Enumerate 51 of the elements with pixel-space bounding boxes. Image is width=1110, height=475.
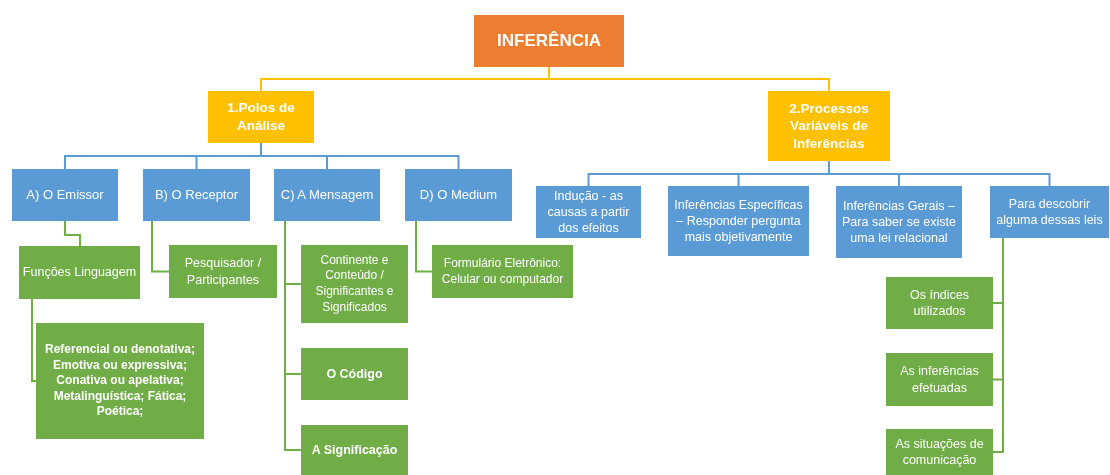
detail-box	[886, 353, 993, 406]
subcategory-box	[405, 169, 512, 221]
detail-box	[886, 277, 993, 329]
connector-line	[284, 220, 302, 451]
connector-line	[548, 66, 830, 92]
box-text: Inferências Gerais – Para saber se existe uma lei relacional	[841, 197, 957, 247]
box-text: D) O Medium	[419, 186, 498, 204]
subcategory-box	[836, 186, 962, 258]
subcategory-box	[274, 169, 380, 221]
detail-box	[301, 348, 408, 400]
detail-box	[886, 429, 993, 475]
connector-line	[151, 220, 170, 273]
detail-box	[36, 323, 204, 439]
box-text: Formulário Eletrônico: Celular ou computador	[440, 255, 565, 288]
connector-line	[260, 142, 460, 170]
subcategory-box	[668, 186, 809, 256]
box-text: A) O Emissor	[26, 186, 104, 204]
box-text: A Significação	[311, 441, 398, 459]
connector-line	[992, 237, 1004, 453]
box-text: INFERÊNCIA	[497, 29, 601, 52]
detail-box	[432, 245, 573, 298]
box-text: Indução - as causas a partir dos efeitos	[546, 187, 631, 237]
category-box	[208, 91, 314, 143]
box-text: Funções Linguagem	[22, 264, 137, 281]
box-text: Referencial ou denotativa; Emotiva ou expressiva; Conativa ou apelativa; Metalinguística; Fática; Poética;	[43, 342, 196, 420]
box-text: As inferências efetuadas	[899, 363, 980, 396]
detail-box	[169, 245, 277, 298]
box-text: Os índices utilizados	[908, 286, 971, 320]
subcategory-box	[536, 186, 641, 238]
title-box	[474, 15, 624, 67]
detail-box	[301, 425, 408, 475]
subcategory-box	[12, 169, 118, 221]
connector-line	[828, 160, 1051, 187]
detail-box	[301, 245, 408, 323]
box-text: Pesquisador / Participantes	[183, 255, 263, 288]
box-text: 1.Polos de Análise	[226, 99, 296, 135]
category-box	[768, 91, 890, 161]
box-text: Para descobrir alguma dessas leis	[995, 195, 1104, 229]
box-text: B) O Receptor	[154, 186, 239, 204]
connector-line	[31, 298, 37, 382]
detail-box	[19, 246, 140, 299]
box-text: O Código	[326, 365, 383, 383]
box-text: 2.Processos Variáveis de Inferências	[788, 99, 870, 153]
box-text: Inferências Específicas – Responder pergunta mais objetivamente	[673, 196, 804, 246]
connector-line	[415, 220, 433, 273]
box-text: As situações de comunicação	[894, 435, 985, 469]
connector-line	[64, 220, 81, 247]
subcategory-box	[143, 169, 250, 221]
box-text: C) A Mensagem	[280, 186, 374, 204]
subcategory-box	[990, 186, 1109, 238]
box-text: Continente e Conteúdo / Significantes e Significados	[314, 252, 395, 316]
